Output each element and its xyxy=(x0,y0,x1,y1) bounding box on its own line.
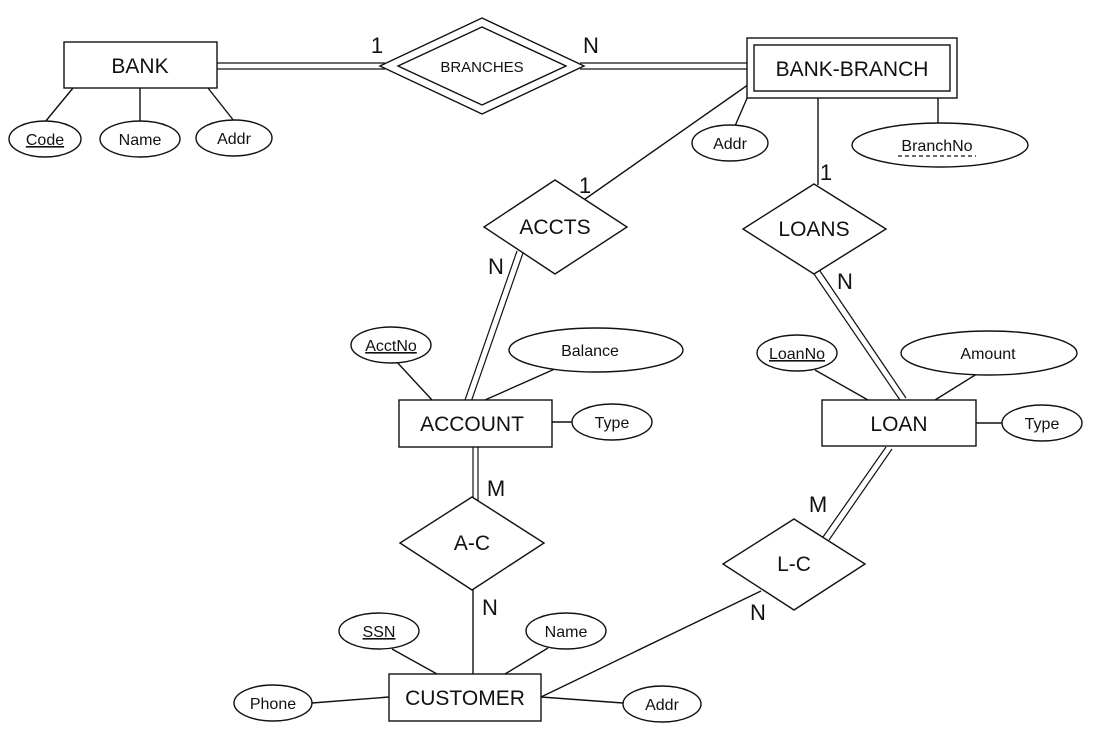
relationship-branches-label: BRANCHES xyxy=(440,59,523,76)
attribute-cust-ssn: SSN xyxy=(338,612,420,650)
attribute-cust-addr-label: Addr xyxy=(645,697,679,714)
attribute-bank-name-label: Name xyxy=(119,132,162,149)
attribute-cust-addr: Addr xyxy=(622,685,702,723)
cardinality-bank-branches: 1 xyxy=(371,33,383,58)
attribute-acct-type: Type xyxy=(571,403,653,441)
attribute-branch-no: BranchNo xyxy=(851,122,1029,168)
cardinality-account-ac: M xyxy=(487,476,505,501)
attribute-loan-type-label: Type xyxy=(1025,416,1060,433)
entity-bank-label: BANK xyxy=(111,55,168,78)
relationship-accts-label: ACCTS xyxy=(519,216,590,239)
attribute-bank-name: Name xyxy=(99,120,181,158)
attribute-loan-type: Type xyxy=(1001,404,1083,442)
relationship-l-c: L-C xyxy=(721,518,867,611)
attribute-loan-no-label: LoanNo xyxy=(769,346,825,363)
attribute-branch-addr-label: Addr xyxy=(713,136,747,153)
entity-bank: BANK xyxy=(63,41,218,89)
attribute-cust-ssn-label: SSN xyxy=(363,624,396,641)
attribute-acct-no-label: AcctNo xyxy=(365,338,417,355)
attribute-acct-type-label: Type xyxy=(595,415,630,432)
entity-customer-label: CUSTOMER xyxy=(405,687,525,710)
attribute-bank-code-label: Code xyxy=(26,132,64,149)
attribute-loan-amount-label: Amount xyxy=(960,346,1016,363)
relationship-branches: BRANCHES xyxy=(378,17,586,115)
entity-bank-branch-label: BANK-BRANCH xyxy=(776,58,929,81)
entity-account-label: ACCOUNT xyxy=(420,413,524,436)
entity-customer: CUSTOMER xyxy=(388,673,542,722)
attribute-acct-no: AcctNo xyxy=(350,326,432,364)
cardinality-branch-accts: 1 xyxy=(579,173,591,198)
attribute-cust-name: Name xyxy=(525,612,607,650)
relationship-a-c-label: A-C xyxy=(454,532,490,555)
relationship-accts: ACCTS xyxy=(482,179,629,275)
attribute-bank-addr: Addr xyxy=(195,119,273,157)
attribute-loan-no: LoanNo xyxy=(756,334,838,372)
cardinality-loans-loan: N xyxy=(837,269,853,294)
cardinality-loan-lc: M xyxy=(809,492,827,517)
cardinality-labels: 1 N 1 N 1 N M N M N xyxy=(371,33,853,625)
entity-loan-label: LOAN xyxy=(870,413,927,436)
connectors xyxy=(44,62,1004,704)
entity-bank-branch: BANK-BRANCH xyxy=(746,37,958,99)
entity-loan: LOAN xyxy=(821,399,977,447)
entity-account: ACCOUNT xyxy=(398,399,553,448)
relationship-loans: LOANS xyxy=(741,183,888,275)
relationship-a-c: A-C xyxy=(398,496,546,591)
attribute-acct-balance-label: Balance xyxy=(561,343,619,360)
attribute-cust-phone-label: Phone xyxy=(250,696,296,713)
cardinality-lc-customer: N xyxy=(750,600,766,625)
attribute-bank-code: Code xyxy=(8,120,82,158)
cardinality-branches-branch: N xyxy=(583,33,599,58)
cardinality-accts-account: N xyxy=(488,254,504,279)
attribute-branch-no-label: BranchNo xyxy=(901,138,972,155)
cardinality-branch-loans: 1 xyxy=(820,160,832,185)
attribute-loan-amount: Amount xyxy=(900,330,1078,376)
relationship-l-c-label: L-C xyxy=(777,553,811,576)
cardinality-ac-customer: N xyxy=(482,595,498,620)
attribute-bank-addr-label: Addr xyxy=(217,131,251,148)
attribute-branch-addr: Addr xyxy=(691,124,769,162)
attribute-acct-balance: Balance xyxy=(508,327,684,373)
attribute-cust-phone: Phone xyxy=(233,684,313,722)
attribute-cust-name-label: Name xyxy=(545,624,588,641)
relationship-loans-label: LOANS xyxy=(778,218,849,241)
